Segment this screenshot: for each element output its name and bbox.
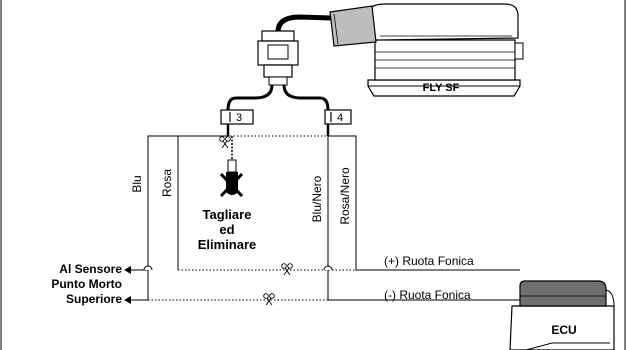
device-name-label: FLY SF bbox=[423, 82, 460, 94]
ecu-connector bbox=[519, 280, 607, 307]
ecu-label: ECU bbox=[551, 323, 576, 337]
scissors-icon bbox=[263, 293, 275, 306]
ruota-fonica-positive-label: (+) Ruota Fonica bbox=[384, 254, 474, 268]
sensor-label-line2: Punto Morto bbox=[51, 277, 122, 291]
harness-wire-right bbox=[282, 84, 330, 111]
ecu-unit bbox=[509, 280, 615, 350]
cut-wire-end bbox=[219, 136, 244, 198]
ruota-fonica-negative-label: (-) Ruota Fonica bbox=[384, 288, 471, 302]
plug-icon bbox=[257, 30, 299, 86]
wire-label-rosa: Rosa bbox=[160, 169, 174, 197]
sensor-label-line1: Al Sensore bbox=[59, 262, 122, 276]
cut-instruction-line1: Tagliare bbox=[203, 207, 252, 222]
fly-sf-device: FLY SF bbox=[329, 3, 524, 97]
cut-instruction-line2: ed bbox=[219, 222, 234, 237]
sensor-arrows bbox=[124, 266, 131, 304]
scissors-icon bbox=[281, 263, 293, 276]
scissors-icon bbox=[219, 136, 231, 149]
sensor-label-line3: Superiore bbox=[66, 292, 122, 306]
cut-instruction-line3: Eliminare bbox=[198, 237, 257, 252]
pin-4-label: 4 bbox=[337, 112, 343, 124]
wire-lines bbox=[128, 124, 520, 301]
wire-label-blu-nero: Blu/Nero bbox=[310, 175, 324, 222]
harness-wire-left bbox=[226, 84, 274, 111]
wire-crossovers bbox=[143, 265, 333, 271]
device-cable bbox=[275, 14, 332, 33]
connector-icon bbox=[220, 109, 352, 125]
wire-label-rosa-nero: Rosa/Nero bbox=[338, 167, 352, 225]
pin-3-label: 3 bbox=[236, 112, 242, 124]
wire-label-blu: Blu bbox=[130, 175, 144, 192]
